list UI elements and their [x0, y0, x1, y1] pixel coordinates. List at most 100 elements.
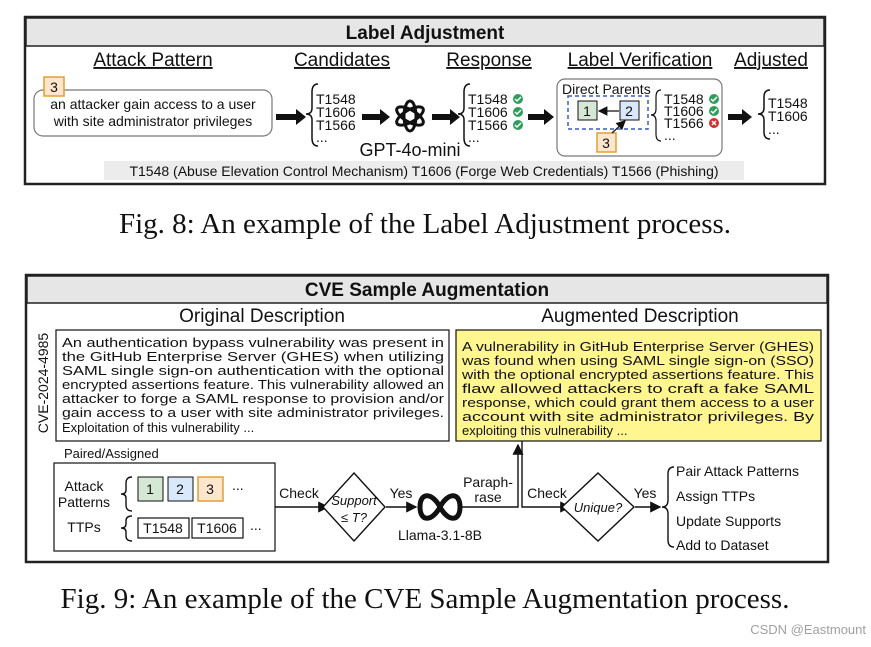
llama-model-label: Llama-3.1-8B — [398, 527, 482, 543]
candidate-3: ... — [316, 129, 328, 145]
fig8-diagram: Label Adjustment Attack Pattern Candidat… — [23, 15, 827, 186]
yes-2-label: Yes — [634, 485, 657, 501]
fig9-diagram: CVE Sample Augmentation Original Descrip… — [24, 273, 830, 564]
direct-parents-label: Direct Parents — [562, 81, 651, 97]
verify-label-0: T1548 — [664, 91, 704, 107]
paired-assigned-label: Paired/Assigned — [64, 446, 159, 461]
arrow-check-2 — [521, 441, 572, 513]
header-attack-pattern: Attack Pattern — [93, 50, 212, 71]
response-0: T1548 — [468, 91, 508, 107]
response-check-icons — [513, 94, 523, 130]
pattern-text-line1: an attacker gain access to a user — [50, 96, 256, 112]
attack-brace — [120, 476, 133, 512]
action-1: Assign TTPs — [676, 488, 755, 504]
pattern-node-2-label: 2 — [176, 481, 184, 497]
original-line-3: encrypted assertions feature. This vulne… — [62, 377, 444, 392]
original-line-5: gain access to a user with site administ… — [62, 405, 444, 420]
ttps-label: TTPs — [67, 519, 100, 535]
attack-pattern-box — [33, 89, 273, 137]
adjusted-0: T1548 — [768, 95, 808, 111]
pattern-node-3 — [197, 476, 224, 502]
original-line-1: the GitHub Enterprise Server (GHES) when… — [62, 349, 444, 364]
support-label-1: Support — [331, 493, 378, 508]
augmented-line-0: A vulnerability in GitHub Enterprise Ser… — [462, 339, 814, 354]
augmented-line-2: with the optional encrypted assertions f… — [461, 367, 815, 382]
support-diamond — [322, 471, 386, 543]
original-line-2: SAML single sign-on authentication with … — [62, 363, 444, 378]
edge-3-to-2 — [611, 120, 626, 134]
support-label-2: ≤ T? — [341, 510, 368, 525]
action-3: Add to Dataset — [676, 537, 769, 553]
verify-label-1: T1606 — [664, 103, 704, 119]
arrow-2 — [362, 109, 390, 125]
pattern-node-more: ... — [232, 477, 244, 493]
watermark: CSDN @Eastmount — [750, 622, 866, 637]
pattern-badge — [43, 76, 65, 97]
response-3: ... — [468, 129, 480, 145]
yes-1-label: Yes — [390, 485, 413, 501]
response-1: T1606 — [468, 104, 508, 120]
ttp-box-1-label: T1548 — [143, 520, 183, 536]
original-line-4: attacker to forge a SAML response to pro… — [62, 391, 445, 406]
adjusted-2: ... — [768, 121, 780, 137]
verification-brace — [650, 89, 662, 142]
pattern-node-1 — [137, 476, 164, 502]
augmented-description-box — [455, 329, 822, 442]
adjusted-1: T1606 — [768, 108, 808, 124]
original-description-box — [55, 329, 450, 442]
fig9-caption: Fig. 9: An example of the CVE Sample Aug… — [61, 583, 790, 615]
pattern-badge-label: 3 — [50, 79, 58, 95]
verify-label-3: ... — [664, 127, 676, 143]
candidates-brace — [305, 83, 319, 147]
fig8-caption: Fig. 8: An example of the Label Adjustme… — [119, 208, 731, 240]
attack-label-2: Patterns — [58, 494, 110, 510]
response-2: T1566 — [468, 117, 508, 133]
arrow-1 — [276, 109, 306, 125]
check-1-label: Check — [279, 485, 320, 501]
node-1 — [577, 100, 598, 121]
augmented-line-4: response, which could grant them access … — [462, 395, 815, 410]
pattern-text-line2: with site administrator privileges — [53, 113, 252, 129]
fig8-title: Label Adjustment — [346, 23, 505, 44]
check-2-label: Check — [527, 485, 568, 501]
cve-id: CVE-2024-4985 — [35, 333, 51, 434]
ttp-box-2 — [191, 517, 244, 539]
arrow-paraphrase — [462, 443, 524, 508]
node-2 — [619, 100, 640, 121]
header-adjusted: Adjusted — [734, 50, 808, 71]
header-candidates: Candidates — [294, 50, 390, 71]
ttp-box-2-label: T1606 — [197, 520, 237, 536]
fig8-legend: T1548 (Abuse Elevation Control Mechanism… — [129, 163, 718, 179]
paraphrase-label-1: Paraph- — [463, 474, 513, 490]
ttp-box-more: ... — [250, 517, 262, 533]
augmented-line-3: flaw allowed attackers to craft a fake S… — [462, 381, 814, 396]
pattern-node-1-label: 1 — [146, 481, 154, 497]
arrow-4 — [528, 109, 554, 125]
candidate-1: T1606 — [316, 104, 356, 120]
llama-logo-icon — [417, 493, 463, 521]
attack-label-1: Attack — [65, 478, 105, 494]
node-3-label: 3 — [602, 135, 610, 151]
node-1-label: 1 — [583, 103, 591, 119]
augmented-line-1: was found when using SAML single sign-on… — [461, 353, 814, 368]
node-3 — [596, 132, 617, 153]
fig9-title: CVE Sample Augmentation — [305, 280, 549, 301]
gpt-logo-icon — [395, 99, 425, 133]
header-response: Response — [446, 50, 532, 71]
augmented-header: Augmented Description — [541, 306, 739, 327]
fig8-legend-bg — [104, 161, 744, 180]
augmented-line-6: exploiting this vulnerability ... — [462, 423, 627, 438]
response-brace — [457, 83, 471, 147]
pattern-node-3-label: 3 — [206, 481, 214, 497]
augmented-line-5: account with site administrator privileg… — [462, 409, 815, 424]
ttp-box-1 — [137, 517, 190, 539]
node-2-label: 2 — [625, 103, 633, 119]
arrow-5 — [728, 109, 752, 125]
adjusted-brace — [757, 89, 771, 140]
ttps-brace — [120, 515, 133, 542]
candidate-0: T1548 — [316, 91, 356, 107]
candidate-2: T1566 — [316, 117, 356, 133]
original-header: Original Description — [179, 306, 345, 327]
action-2: Update Supports — [676, 513, 781, 529]
action-0: Pair Attack Patterns — [676, 463, 799, 479]
